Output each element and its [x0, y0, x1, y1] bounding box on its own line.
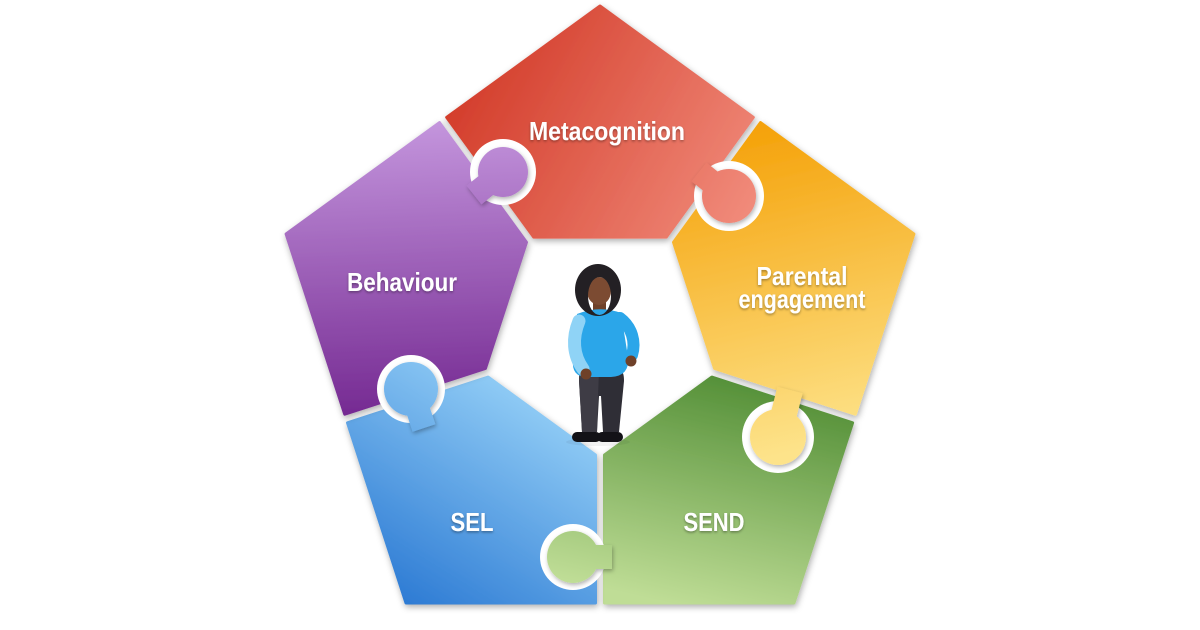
person-illustration: [566, 264, 640, 446]
piece-label-parental-line2: engagement: [739, 284, 866, 314]
knob-behaviour: [466, 147, 528, 205]
person-shoe-right: [597, 432, 623, 442]
knob-sel: [384, 362, 438, 432]
piece-label-sel: SEL: [451, 507, 494, 537]
knob-parental-engagement: [750, 386, 806, 465]
piece-label-send: SEND: [684, 507, 745, 537]
person-right-arm: [614, 312, 640, 361]
piece-label-parental-line1: Parental: [757, 261, 848, 291]
person-torso: [572, 309, 629, 377]
piece-shape-send: [603, 375, 855, 605]
person-shoe-left: [572, 432, 601, 442]
person-right-hand: [625, 355, 637, 367]
person-left-hand: [580, 368, 592, 380]
knob-metacognition: [691, 162, 756, 223]
knob-send: [547, 531, 612, 583]
person-face: [587, 277, 611, 305]
piece-label-metacognition: Metacognition: [529, 116, 685, 146]
person-hair: [575, 264, 621, 316]
person-left-sleeve: [568, 314, 590, 376]
person-pants-left-leg: [579, 371, 599, 432]
piece-label-behaviour: Behaviour: [347, 267, 457, 297]
